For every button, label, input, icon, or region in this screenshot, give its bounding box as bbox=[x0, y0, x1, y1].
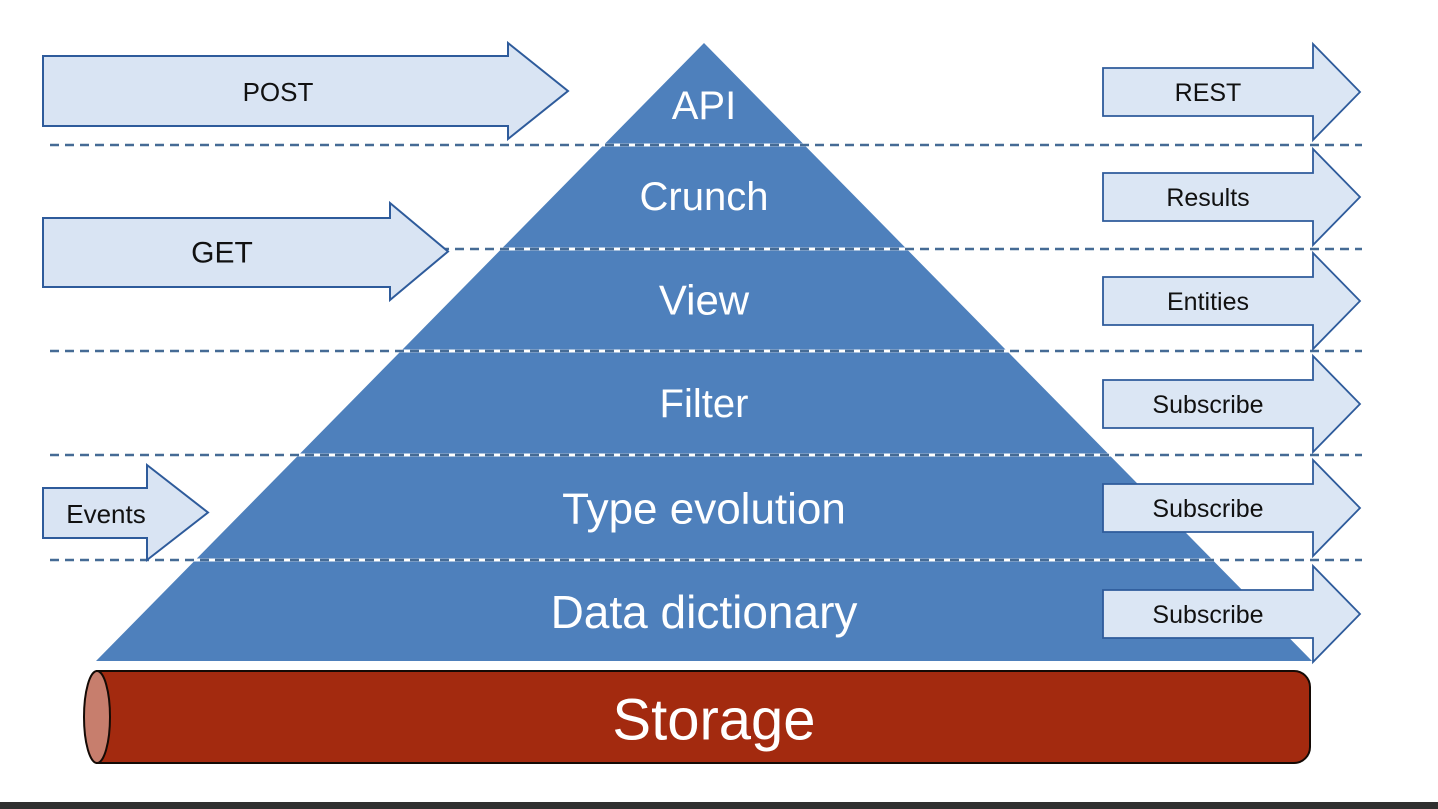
post-arrow bbox=[42, 40, 570, 142]
entities-arrow-label: Entities bbox=[1167, 288, 1249, 316]
pyramid bbox=[96, 43, 1312, 661]
bottom-edge-bar bbox=[0, 802, 1438, 809]
pyramid-layer-type-evolution bbox=[196, 456, 1212, 559]
results-arrow-label: Results bbox=[1166, 184, 1249, 212]
get-arrow-label: GET bbox=[191, 237, 253, 270]
pyramid-labels: API Crunch View Filter Type evolution Da… bbox=[551, 84, 858, 638]
subscribe-arrow-2 bbox=[1102, 457, 1362, 559]
pyramid-label-api: API bbox=[672, 84, 736, 128]
post-arrow-label: POST bbox=[243, 77, 314, 107]
pyramid-label-type-evolution: Type evolution bbox=[562, 485, 846, 534]
pyramid-layer-filter bbox=[300, 352, 1108, 454]
pyramid-layer-view bbox=[402, 250, 1006, 350]
subscribe-arrow-1-label: Subscribe bbox=[1152, 391, 1263, 419]
rest-arrow-label: REST bbox=[1175, 79, 1242, 107]
pyramid-layer-crunch bbox=[502, 146, 906, 248]
storage-label: Storage bbox=[612, 688, 815, 753]
subscribe-arrow-3-label: Subscribe bbox=[1152, 601, 1263, 629]
events-arrow bbox=[42, 462, 210, 563]
events-arrow-label: Events bbox=[66, 499, 146, 529]
pyramid-layer-data-dictionary bbox=[96, 561, 1312, 661]
pyramid-label-filter: Filter bbox=[660, 382, 749, 426]
right-arrows: REST Results Entities Subscribe Subscrib… bbox=[1102, 41, 1362, 665]
get-arrow bbox=[42, 200, 450, 303]
rest-arrow bbox=[1102, 41, 1362, 143]
pyramid-label-view: View bbox=[659, 277, 750, 324]
left-arrows: POST GET Events bbox=[42, 40, 570, 563]
subscribe-arrow-1 bbox=[1102, 353, 1362, 455]
pyramid-label-data-dictionary: Data dictionary bbox=[551, 586, 858, 638]
storage-cylinder: Storage bbox=[83, 670, 1311, 764]
pyramid-layer-api bbox=[605, 43, 803, 144]
subscribe-arrow-3 bbox=[1102, 563, 1362, 665]
entities-arrow bbox=[1102, 250, 1362, 352]
storage-cylinder-body bbox=[96, 670, 1311, 764]
subscribe-arrow-2-label: Subscribe bbox=[1152, 495, 1263, 523]
pyramid-label-crunch: Crunch bbox=[640, 175, 769, 219]
results-arrow bbox=[1102, 146, 1362, 248]
storage-cylinder-cap bbox=[83, 670, 111, 764]
